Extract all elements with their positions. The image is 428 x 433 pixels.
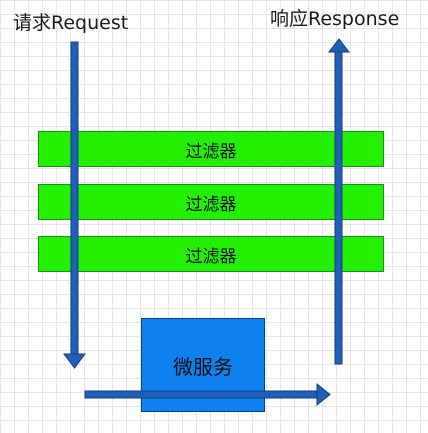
filter-layer-2: 过滤器 [38,184,384,220]
filter-label-1: 过滤器 [185,141,237,162]
filter-label-3: 过滤器 [185,246,237,267]
filter-label-2: 过滤器 [185,194,237,215]
filter-layer-1: 过滤器 [38,131,384,167]
microservice-label: 微服务 [173,354,233,379]
microservice-box: 微服务 [141,318,265,412]
filter-layer-3: 过滤器 [38,236,384,272]
request-label: 请求Request [13,12,129,34]
response-label: 响应Response [270,8,400,30]
